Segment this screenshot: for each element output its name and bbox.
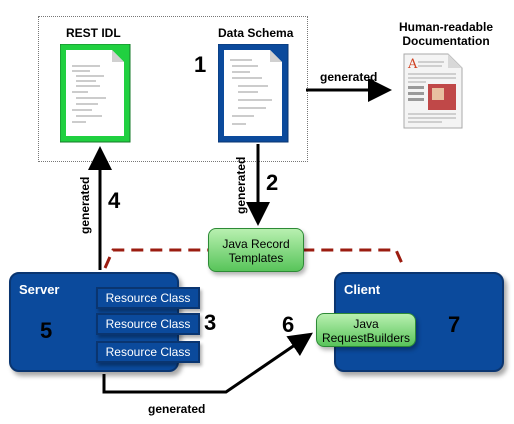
human-docs-line1: Human-readable [398, 20, 494, 34]
rest-idl-document-icon [60, 44, 131, 143]
resource-class-3: Resource Class [96, 341, 200, 363]
java-record-line1: Java Record [222, 237, 290, 251]
client-title: Client [344, 282, 381, 297]
generated-label-requestbuilders: generated [148, 402, 206, 416]
step-4: 4 [108, 188, 121, 213]
step-6: 6 [282, 312, 295, 337]
step-5: 5 [40, 318, 53, 343]
documentation-page-icon: A [403, 53, 463, 129]
data-schema-document-icon [218, 44, 289, 143]
java-rb-line2: RequestBuilders [321, 331, 411, 345]
step-2: 2 [266, 170, 279, 195]
generated-label-docs: generated [320, 70, 378, 84]
java-record-templates-box: Java Record Templates [208, 228, 304, 272]
java-requestbuilders-box: Java RequestBuilders [316, 313, 416, 347]
arrow-server-to-requestbuilders [102, 332, 313, 394]
step-7: 7 [448, 312, 461, 337]
human-docs-label: Human-readable Documentation [384, 20, 508, 48]
generated-label-templates: generated [234, 156, 248, 214]
step-3: 3 [204, 310, 217, 335]
java-record-line2: Templates [228, 251, 284, 265]
data-schema-label: Data Schema [218, 26, 294, 40]
human-docs-line2: Documentation [402, 34, 490, 48]
svg-text:A: A [407, 57, 418, 72]
generated-label-idl: generated [78, 176, 92, 234]
rest-idl-label: REST IDL [66, 26, 121, 40]
resource-class-2: Resource Class [96, 313, 200, 335]
server-title: Server [19, 282, 60, 297]
step-1: 1 [194, 52, 207, 77]
resource-class-1: Resource Class [96, 287, 200, 309]
java-rb-line1: Java [353, 317, 379, 331]
